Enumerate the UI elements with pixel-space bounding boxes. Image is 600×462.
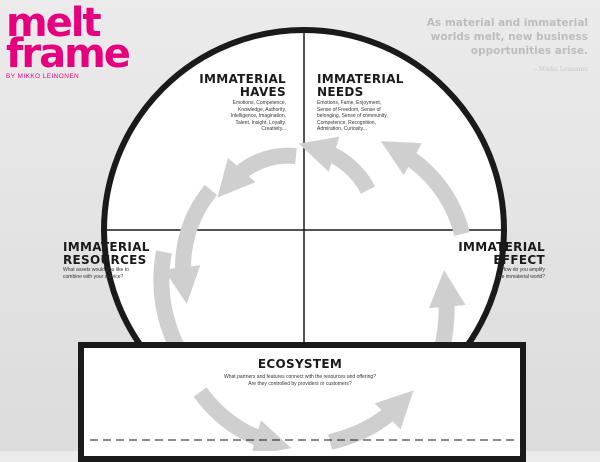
haves-desc-line: Knowledge, Authority, xyxy=(238,106,286,113)
haves-description: Emotions, Competence, Knowledge, Authori… xyxy=(231,100,286,133)
needs-title-line1: IMMATERIAL xyxy=(317,72,404,86)
ecosystem-desc-line: What partners and features connect with … xyxy=(224,374,376,380)
effect-desc-line: How do you amplify xyxy=(501,267,545,273)
needs-title-line2: NEEDS xyxy=(317,85,364,99)
haves-desc-line: Creativity... xyxy=(261,126,286,132)
haves-title-line1: IMMATERIAL xyxy=(199,72,286,86)
melt-frame-diagram xyxy=(101,27,507,437)
needs-desc-line: Competence, Recognition, xyxy=(317,119,376,126)
ecosystem-arrow-left xyxy=(193,387,292,451)
cycle-arrow-needs xyxy=(298,136,376,194)
effect-title: IMMATERIAL EFFECT xyxy=(458,241,545,267)
meltframe-logo: melt frame BY MIKKO LEINONEN xyxy=(6,0,166,80)
needs-desc-line: Sense of Freedom, Sense of xyxy=(317,106,381,113)
effect-desc-line: the immaterial world? xyxy=(497,273,545,280)
ecosystem-lower-arrows xyxy=(90,387,515,451)
header-quote: As material and immaterial worlds melt, … xyxy=(426,17,588,57)
effect-description: How do you amplify the immaterial world? xyxy=(497,267,545,280)
resources-desc-line: What assets would you like to xyxy=(63,267,129,273)
logo-byline: BY MIKKO LEINONEN xyxy=(6,73,80,80)
ecosystem-title: ECOSYSTEM xyxy=(257,357,343,371)
ecosystem-description: What partners and features connect with … xyxy=(190,374,410,388)
resources-desc-line: combine with your service? xyxy=(63,273,124,280)
needs-desc-line: Admiration, Curiosity... xyxy=(317,126,367,132)
haves-desc-line: Intelligence, Imagination, xyxy=(230,113,286,119)
haves-desc-line: Talent, Insight, Loyalty, xyxy=(235,119,287,126)
cycle-arrow-left-upper xyxy=(163,184,218,304)
resources-title-line1: IMMATERIAL xyxy=(63,240,150,254)
haves-title-line2: HAVES xyxy=(239,85,286,99)
haves-desc-line: Emotions, Competence, xyxy=(232,100,286,106)
quote-author: – Mikko Leinonen xyxy=(534,66,588,73)
resources-title: IMMATERIAL RESOURCES xyxy=(63,241,150,267)
effect-title-line2: EFFECT xyxy=(493,253,545,267)
logo-word-frame: frame xyxy=(6,31,131,77)
cycle-arrow-right-upper xyxy=(380,141,470,237)
needs-description: Emotions, Fame, Enjoyment, Sense of Free… xyxy=(317,100,388,133)
ecosystem-desc-line: Are they controlled by providers or cust… xyxy=(248,381,352,387)
needs-title: IMMATERIAL NEEDS xyxy=(317,73,404,99)
needs-desc-line: belonging, Sense of community, xyxy=(317,113,388,119)
ecosystem-arrow-right xyxy=(328,390,414,450)
haves-title: IMMATERIAL HAVES xyxy=(199,73,286,99)
needs-desc-line: Emotions, Fame, Enjoyment, xyxy=(317,100,382,106)
resources-title-line2: RESOURCES xyxy=(63,253,147,267)
cycle-arrow-top xyxy=(217,147,297,198)
resources-description: What assets would you like to combine wi… xyxy=(63,267,129,280)
logo-word-melt: melt xyxy=(6,0,102,46)
effect-title-line1: IMMATERIAL xyxy=(458,240,545,254)
